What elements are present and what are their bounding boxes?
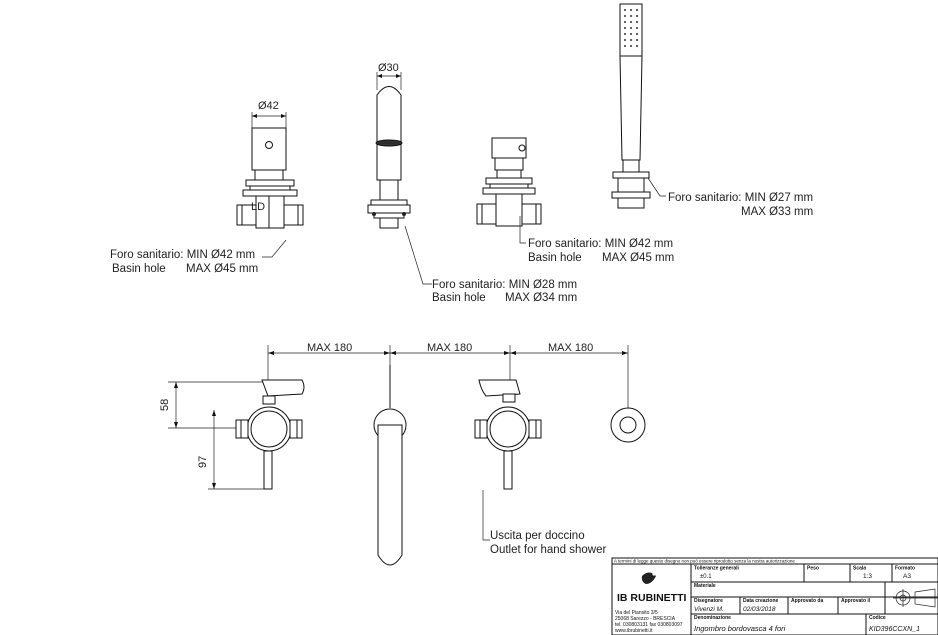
- spacing-dimensions: [267, 345, 629, 408]
- created-value: 02/03/2018: [743, 606, 776, 613]
- weight-label: Peso: [807, 566, 819, 572]
- callout-leaders: [262, 177, 666, 541]
- right-valve-hole-min: Foro sanitario: MIN Ø42 mm: [528, 238, 673, 250]
- spout-hole-max: MAX Ø34 mm: [505, 292, 577, 304]
- material-label: Materiale: [694, 583, 716, 589]
- scale-value: 1:3: [863, 573, 872, 580]
- shower-hole-max: MAX Ø33 mm: [741, 206, 813, 218]
- dim-max180-2: MAX 180: [427, 342, 472, 354]
- address-line-1: Via del Piansito 3/5: [615, 610, 658, 616]
- left-valve-top-view: [235, 379, 305, 490]
- format-value: A3: [903, 573, 911, 580]
- tolerance-label: Tolleranze generali: [694, 566, 740, 572]
- spout-top-view: [373, 365, 407, 566]
- code-value: KID396CCXN_1: [869, 626, 920, 633]
- svg-text:LD: LD: [251, 201, 265, 213]
- shower-outlet-top-view: [610, 407, 646, 443]
- dim-d30: Ø30: [378, 62, 399, 74]
- denomination-label: Denominazione: [694, 615, 731, 621]
- dim-max180-3: MAX 180: [548, 342, 593, 354]
- address-line-3: tel. 030803131 fax 030803097: [615, 622, 683, 628]
- title-block: A termini di legge questo disegno non pu…: [611, 557, 938, 635]
- right-valve-basin-label: Basin hole: [528, 252, 582, 264]
- dim-d42-left: Ø42: [258, 100, 279, 112]
- title-block-warning: A termini di legge questo disegno non pu…: [614, 559, 795, 564]
- right-valve-side-view: [476, 137, 542, 227]
- approved-by-label: Approvato da: [791, 598, 823, 604]
- left-valve-hole-min: Foro sanitario: MIN Ø42 mm: [110, 249, 255, 261]
- spout-hole-min: Foro sanitario: MIN Ø28 mm: [432, 279, 577, 291]
- spout-basin-label: Basin hole: [432, 292, 486, 304]
- projection-symbol-icon: [893, 588, 938, 608]
- dim-max180-1: MAX 180: [307, 342, 352, 354]
- code-label: Codice: [869, 615, 886, 621]
- ib-rubinetti-logo-icon: [641, 572, 656, 584]
- dim-h58: 58: [159, 399, 171, 411]
- tolerance-value: ±0.1: [700, 574, 712, 580]
- denomination-value: Ingombro bordovasca 4 fori: [694, 624, 786, 633]
- designer-value: Vivenzi M.: [694, 606, 724, 613]
- outlet-label-en: Outlet for hand shower: [490, 544, 607, 556]
- outlet-label-it: Uscita per doccino: [490, 530, 585, 542]
- right-valve-hole-max: MAX Ø45 mm: [602, 252, 674, 264]
- format-label: Formato: [895, 566, 915, 572]
- shower-hole-min: Foro sanitario: MIN Ø27 mm: [668, 192, 813, 204]
- left-valve-side-view: Ø42 LD: [236, 100, 304, 229]
- approved-on-label: Approvato il: [841, 598, 871, 604]
- address-line-4: www.ibrubinetti.it: [615, 628, 653, 634]
- scale-label: Scala: [853, 566, 866, 572]
- designer-label: Disegnatore: [694, 598, 723, 604]
- right-valve-top-view: [474, 379, 542, 490]
- left-valve-hole-max: MAX Ø45 mm: [186, 263, 258, 275]
- left-valve-basin-label: Basin hole: [112, 263, 166, 275]
- vertical-dimensions: [168, 381, 266, 490]
- spout-side-view: Ø30: [367, 62, 411, 229]
- created-label: Data creazione: [743, 598, 779, 604]
- hand-shower-side-view: [611, 3, 651, 209]
- brand-name: IB RUBINETTI: [617, 592, 686, 604]
- address-line-2: 25068 Sarezzo - BRESCIA: [615, 616, 676, 622]
- dim-h97: 97: [197, 456, 209, 468]
